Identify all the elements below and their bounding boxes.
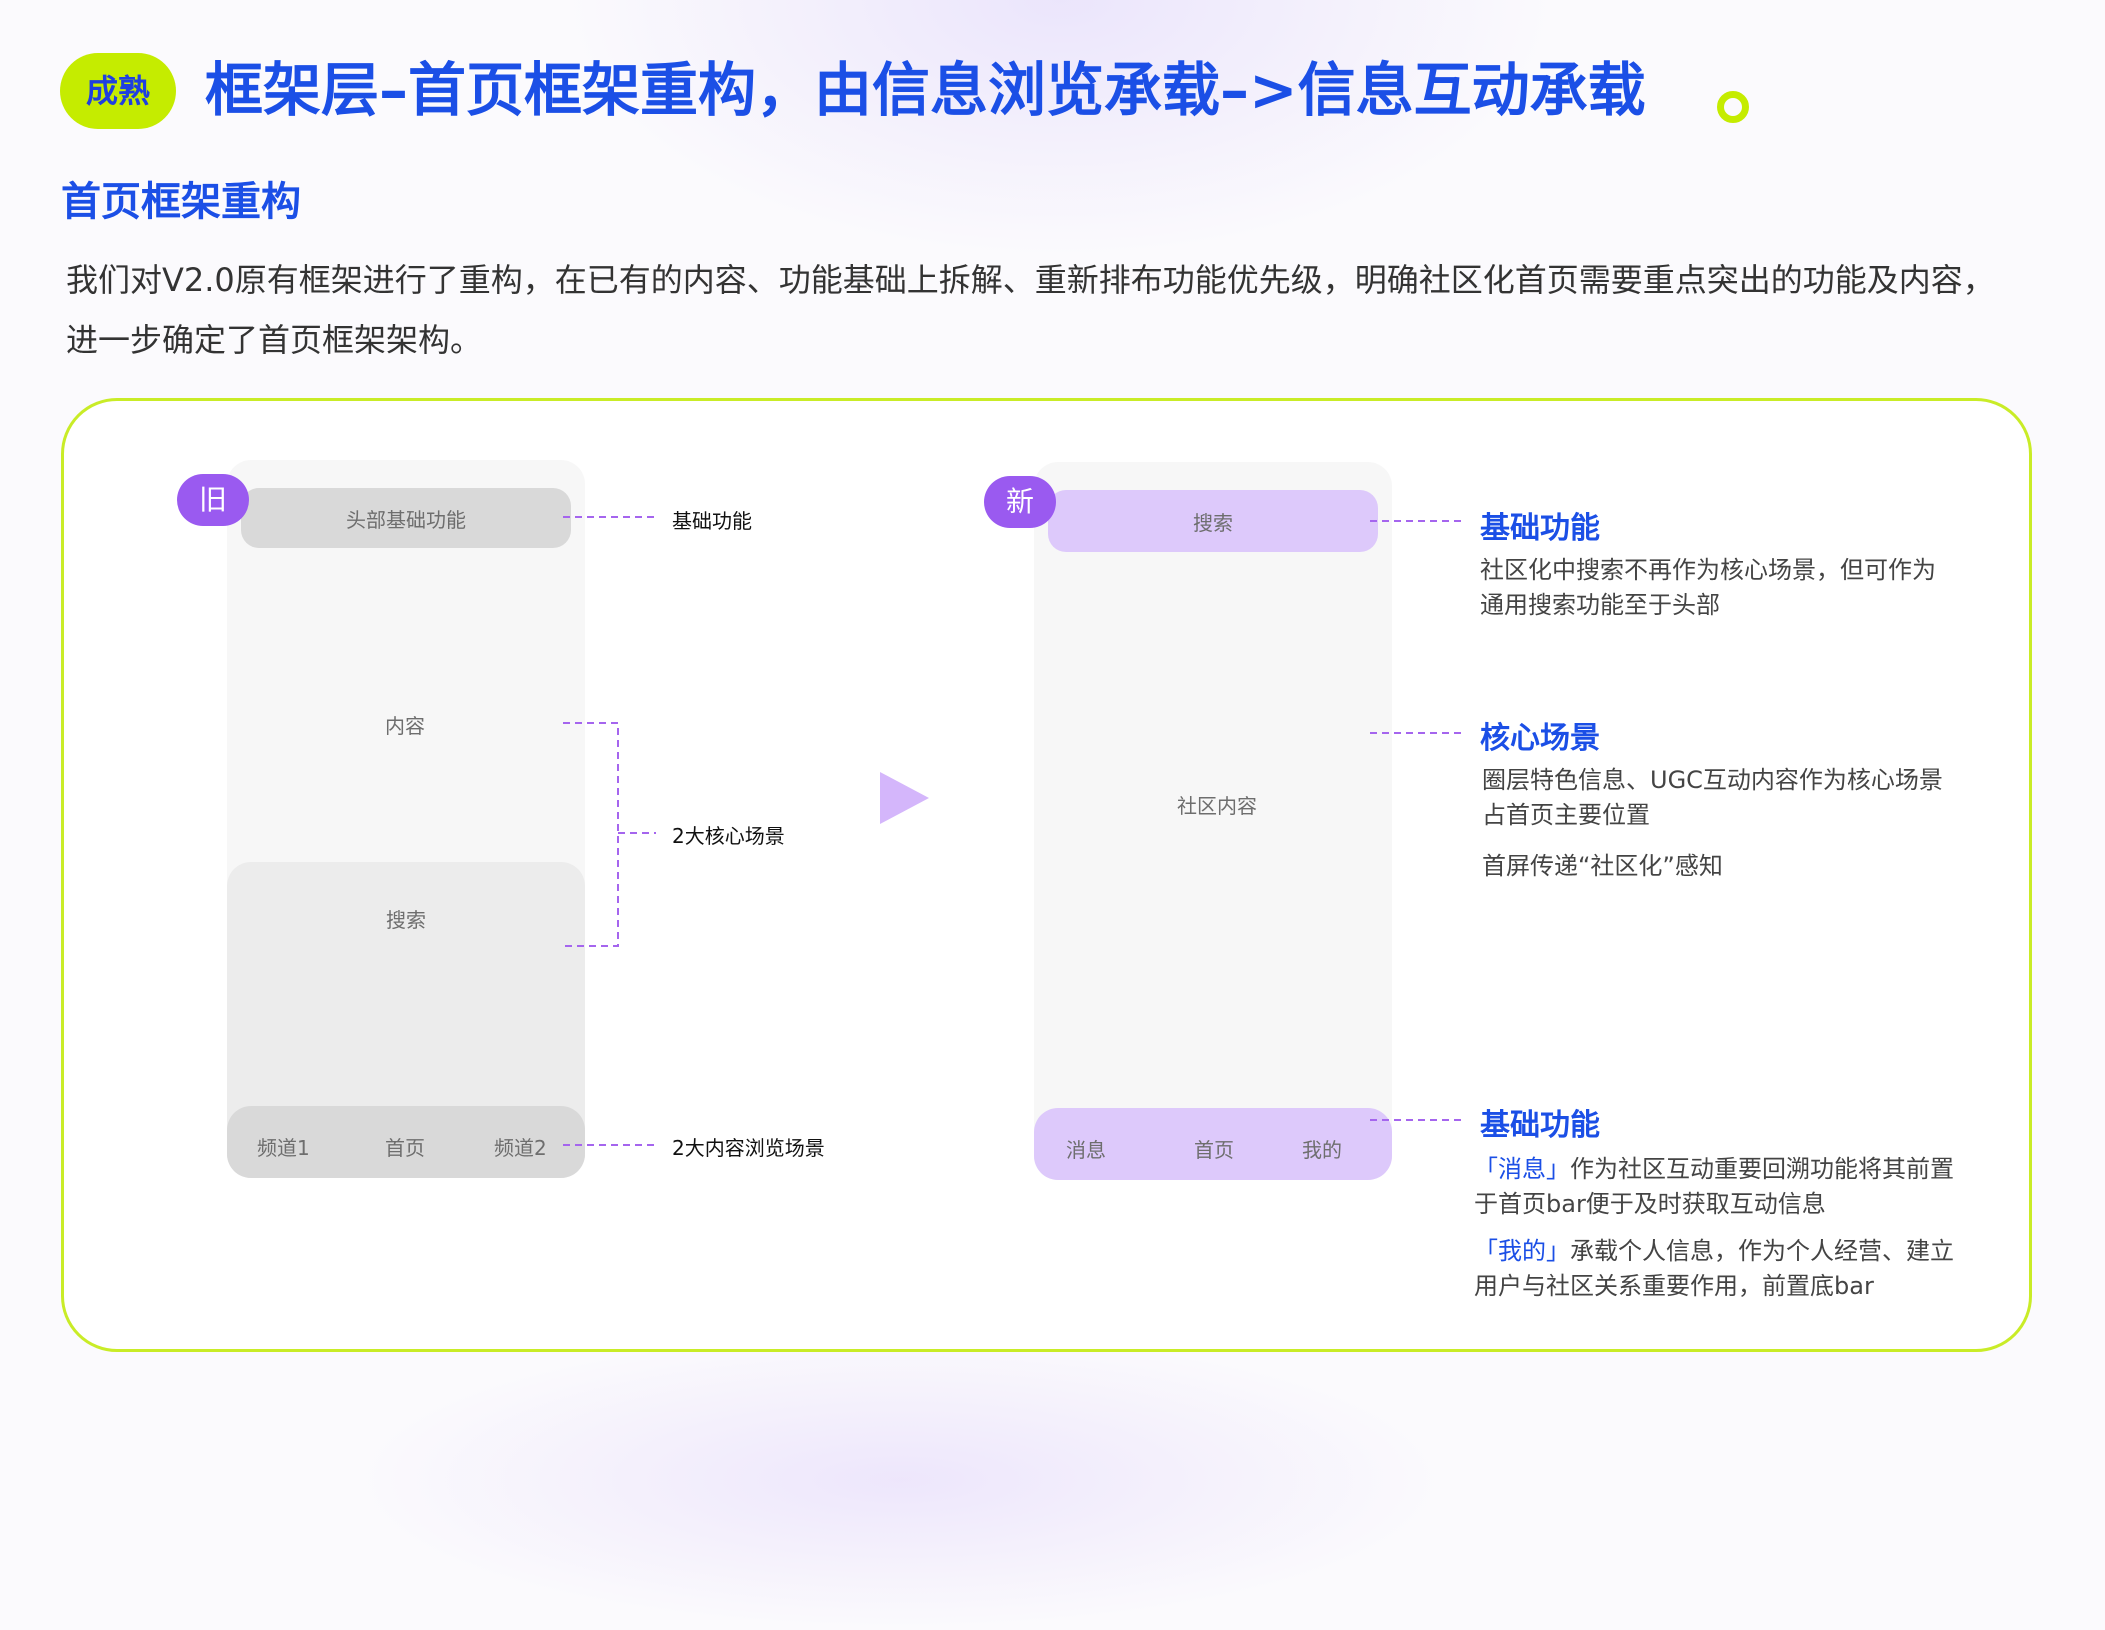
old-callout-basic: 基础功能 [672,509,752,533]
new-tab-me: 我的 [1302,1138,1342,1162]
section-subtitle: 首页框架重构 [61,179,301,225]
old-tab-channel2: 频道2 [494,1136,547,1160]
maturity-badge: 成熟 [60,53,176,129]
new-content-label: 社区内容 [1177,794,1257,818]
note-top-text: 社区化中搜索不再作为核心场景，但可作为通用搜索功能至于头部 [1480,556,1936,619]
new-tab-messages: 消息 [1066,1138,1106,1162]
old-search-label: 搜索 [386,908,426,932]
new-phone-frame [1034,462,1392,1180]
note-middle-text2: 首屏传递“社区化”感知 [1482,852,1723,880]
note-middle-text1: 圈层特色信息、UGC互动内容作为核心场景占首页主要位置 [1482,766,1943,829]
new-tabbar [1034,1108,1392,1180]
note-messages-text: 作为社区互动重要回溯功能将其前置于首页bar便于及时获取互动信息 [1474,1155,1954,1218]
connector-overlay [563,516,1466,1146]
old-header-block: 头部基础功能 [241,488,571,548]
title-dot-icon [1717,91,1749,123]
old-callout-browse: 2大内容浏览场景 [672,1136,825,1160]
old-core-bracket [563,722,619,947]
old-tab-home: 首页 [385,1136,425,1160]
play-triangle-icon [880,772,929,824]
note-messages-quote: 「消息」 [1474,1155,1570,1183]
new-search-block: 搜索 [1048,490,1378,552]
note-me-quote: 「我的」 [1474,1237,1570,1265]
new-tag: 新 [984,476,1056,528]
old-callout-core: 2大核心场景 [672,824,785,848]
new-tab-home: 首页 [1194,1138,1234,1162]
old-tag: 旧 [177,474,249,526]
note-me-text: 承载个人信息，作为个人经营、建立用户与社区关系重要作用，前置底bar [1474,1237,1954,1300]
note-middle-title: 核心场景 [1480,721,1600,756]
note-bottom-title: 基础功能 [1480,1108,1600,1143]
old-tab-channel1: 频道1 [257,1136,310,1160]
section-description: 我们对V2.0原有框架进行了重构，在已有的内容、功能基础上拆解、重新排布功能优先… [66,261,1995,359]
background-glow-top [560,0,1560,260]
page-title: 框架层–首页框架重构，由信息浏览承载–>信息互动承载 [205,56,1646,124]
old-content-label: 内容 [385,714,425,738]
note-bottom-text2: 「我的」承载个人信息，作为个人经营、建立用户与社区关系重要作用，前置底bar [1474,1234,1966,1304]
old-tabbar [227,1106,585,1178]
note-bottom-text1: 「消息」作为社区互动重要回溯功能将其前置于首页bar便于及时获取互动信息 [1474,1152,1966,1222]
note-top-title: 基础功能 [1480,511,1600,546]
